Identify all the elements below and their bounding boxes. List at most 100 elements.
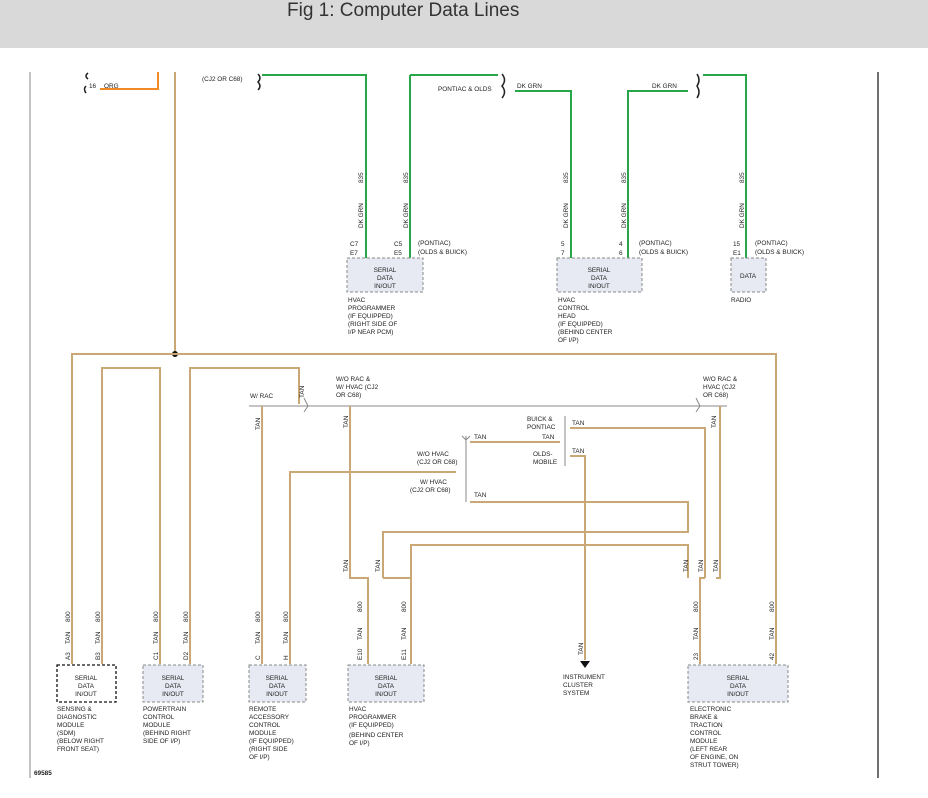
org-break-mark-2 xyxy=(83,85,87,94)
option-bracket-tick xyxy=(303,397,309,413)
svg-text:800: 800 xyxy=(401,601,408,612)
connector-label: SERIAL xyxy=(374,267,397,274)
hvac-prog-wire-labels: 800 TAN E10 800 TAN E11 xyxy=(357,601,408,660)
svg-text:800: 800 xyxy=(183,611,190,622)
wiring-diagram: 16 ORG (CJ2 OR C68) PONTIAC & OLDS DK GR… xyxy=(29,72,879,778)
connector-label: DATA xyxy=(269,683,286,690)
dk-grn-label-2: DK GRN xyxy=(652,83,677,90)
tan-loop-sdm-pcm xyxy=(101,367,161,664)
sdm-connector xyxy=(56,664,117,703)
variant-olds-buick: (OLDS & BUICK) xyxy=(639,249,688,256)
variant-pontiac: (PONTIAC) xyxy=(755,240,788,247)
figure-title: Fig 1: Computer Data Lines xyxy=(287,0,520,21)
svg-text:MODULE: MODULE xyxy=(57,722,84,729)
ebtcm-wire-labels: 800 TAN 23 800 TAN 42 xyxy=(693,601,776,660)
tan-wire-ebtcm-23 xyxy=(699,577,705,664)
option-bracket-tick-2 xyxy=(695,397,701,413)
svg-text:MODULE: MODULE xyxy=(143,722,170,729)
svg-text:OLDS-: OLDS- xyxy=(533,451,553,458)
svg-text:REMOTE: REMOTE xyxy=(249,706,276,713)
pin-label: E1 xyxy=(733,250,741,257)
svg-text:SYSTEM: SYSTEM xyxy=(563,690,589,697)
w-hvac-label: W/ HVAC (CJ2 OR C68) xyxy=(410,479,450,494)
svg-text:D2: D2 xyxy=(183,651,190,660)
figure-header: Fig 1: Computer Data Lines xyxy=(0,0,928,48)
pin-label: C7 xyxy=(350,241,359,248)
instrument-cluster-label: INSTRUMENT CLUSTER SYSTEM xyxy=(563,674,605,697)
radio-connector xyxy=(730,257,767,293)
svg-text:CLUSTER: CLUSTER xyxy=(563,682,593,689)
svg-text:C1: C1 xyxy=(153,651,160,660)
hvac-control-head-connector xyxy=(556,257,643,293)
connector-label: DATA xyxy=(591,275,608,282)
cj2-c68-label: (CJ2 OR C68) xyxy=(202,76,242,83)
pin-label: E7 xyxy=(350,250,358,257)
svg-text:E11: E11 xyxy=(401,649,408,660)
tan-label: TAN xyxy=(713,559,720,572)
dk-grn-label-1: DK GRN xyxy=(517,83,542,90)
connector-label: IN/OUT xyxy=(375,691,397,698)
svg-text:BRAKE &: BRAKE & xyxy=(690,714,718,721)
connector-label: DATA xyxy=(378,683,395,690)
svg-text:800: 800 xyxy=(95,611,102,622)
variant-olds-buick: (OLDS & BUICK) xyxy=(418,249,467,256)
svg-text:800: 800 xyxy=(357,601,364,612)
tan-label: TAN xyxy=(572,420,585,427)
svg-text:(SDM): (SDM) xyxy=(57,730,75,737)
svg-text:(IF EQUIPPED): (IF EQUIPPED) xyxy=(349,722,394,729)
svg-text:PROGRAMMER: PROGRAMMER xyxy=(349,714,397,721)
svg-text:800: 800 xyxy=(283,611,290,622)
svg-text:(CJ2 OR C68): (CJ2 OR C68) xyxy=(417,459,457,466)
olds-mobile-label: OLDS- MOBILE xyxy=(533,451,557,466)
svg-text:TAN: TAN xyxy=(95,631,102,644)
hvac-control-head-desc: HVAC CONTROL HEAD (IF EQUIPPED) (BEHIND … xyxy=(558,297,613,344)
pin-label: 4 xyxy=(619,241,623,248)
grn-break-mark-2 xyxy=(501,73,506,99)
pin-label: 5 xyxy=(561,241,565,248)
svg-text:CONTROL: CONTROL xyxy=(690,730,722,737)
grn-wire-radio xyxy=(703,74,747,258)
w-rac-label: W/ RAC xyxy=(250,393,273,400)
grn-break-mark-1 xyxy=(256,73,261,91)
tan-wire-ebtcm-bus xyxy=(716,406,721,579)
svg-text:W/ HVAC (CJ2: W/ HVAC (CJ2 xyxy=(336,384,379,391)
tan-wire-instrument-cluster xyxy=(570,455,586,660)
connector-label: IN/OUT xyxy=(588,283,610,290)
svg-text:800: 800 xyxy=(769,601,776,612)
pin-label: 6 xyxy=(619,250,623,257)
connector-label: IN/OUT xyxy=(727,691,749,698)
svg-text:TAN: TAN xyxy=(283,631,290,644)
tan-label: TAN xyxy=(299,385,306,398)
hvac-programmer-bottom-connector xyxy=(347,664,425,703)
radio-box-label: DATA xyxy=(740,273,757,280)
svg-text:DIAGNOSTIC: DIAGNOSTIC xyxy=(57,714,97,721)
tan-label: TAN xyxy=(542,434,555,441)
svg-text:TAN: TAN xyxy=(183,631,190,644)
svg-text:H: H xyxy=(283,655,290,660)
wire-color-label: DK GRN xyxy=(403,203,410,228)
tan-bus-outer xyxy=(71,353,777,664)
tan-label: TAN xyxy=(474,434,487,441)
svg-text:W/O RAC &: W/O RAC & xyxy=(336,376,371,383)
svg-text:TAN: TAN xyxy=(401,627,408,640)
svg-text:W/O RAC &: W/O RAC & xyxy=(703,376,738,383)
connector-label: SERIAL xyxy=(727,675,750,682)
pcm-wire-labels: 800 TAN C1 800 TAN D2 xyxy=(153,611,190,660)
tan-label: TAN xyxy=(578,642,585,655)
svg-text:TAN: TAN xyxy=(65,631,72,644)
svg-text:MODULE: MODULE xyxy=(249,730,276,737)
variant-olds-buick: (OLDS & BUICK) xyxy=(755,249,804,256)
svg-text:(LEFT REAR: (LEFT REAR xyxy=(690,746,728,753)
svg-text:23: 23 xyxy=(693,652,700,660)
svg-text:TRACTION: TRACTION xyxy=(690,722,723,729)
variant-pontiac: (PONTIAC) xyxy=(418,240,451,247)
org-circuit-label: 16 xyxy=(89,83,97,90)
svg-text:OR C68): OR C68) xyxy=(336,392,361,399)
connector-label: SERIAL xyxy=(375,675,398,682)
pontiac-olds-label: PONTIAC & OLDS xyxy=(438,86,492,93)
wo-rac-hvac-label: W/O RAC & HVAC (CJ2 OR C68) xyxy=(703,376,738,399)
svg-text:(IF EQUIPPED): (IF EQUIPPED) xyxy=(249,738,294,745)
tan-wire-w-hvac xyxy=(382,501,689,578)
grn-wire-control-head-1 xyxy=(515,90,572,258)
pin-label: 15 xyxy=(733,241,741,248)
